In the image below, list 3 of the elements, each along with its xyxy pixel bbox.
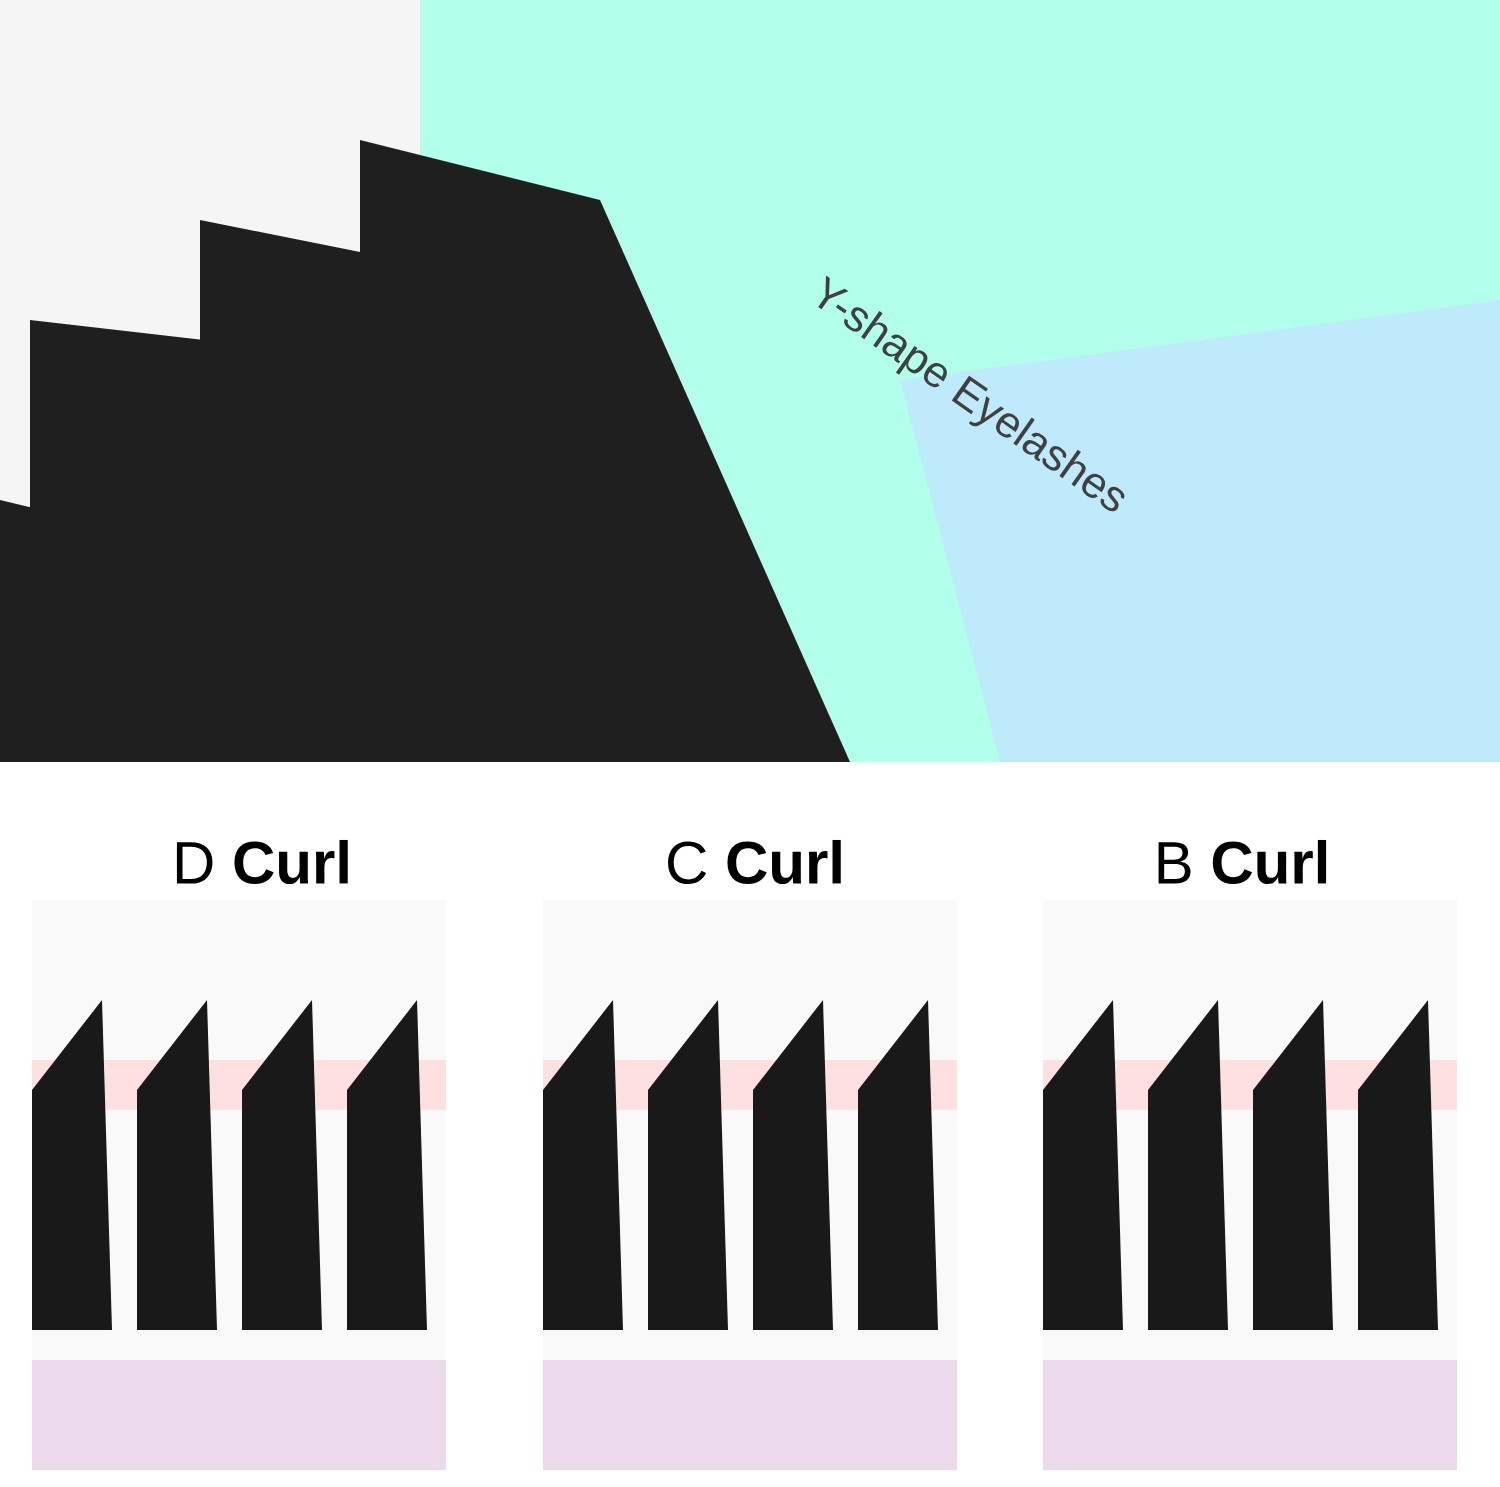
curl-label: C Curl (668, 839, 841, 884)
curl-label: B Curl (1158, 839, 1327, 884)
curl-label: D Curl (176, 839, 348, 884)
